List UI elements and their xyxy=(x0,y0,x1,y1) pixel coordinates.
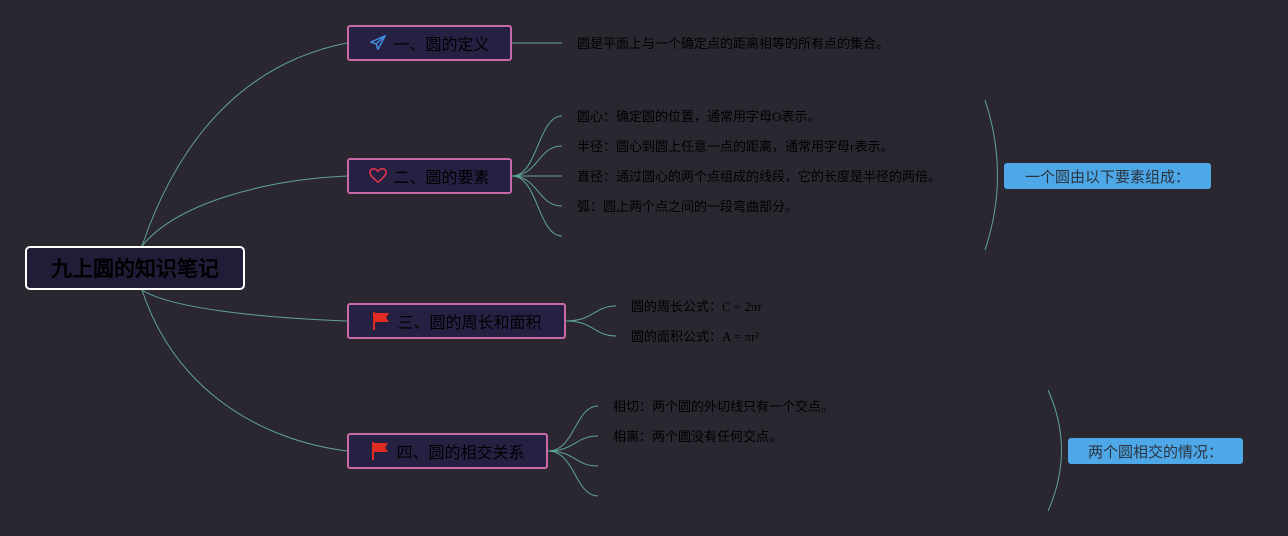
connector-branch-3-leaf-2 xyxy=(565,320,617,337)
connector-branch-4-leaf-1 xyxy=(547,405,599,452)
leaf-separate[interactable]: 相离：两个圆没有任何交点。 xyxy=(613,429,783,444)
connector-branch-4-leaf-4 xyxy=(547,450,599,497)
branch-label: 三、圆的周长和面积 xyxy=(397,313,542,332)
summary-brace-2 xyxy=(1047,389,1062,512)
summary-intersection[interactable]: 两个圆相交的情况： xyxy=(1068,438,1243,464)
summary-brace-1 xyxy=(984,99,998,251)
connector-root-branch-2 xyxy=(141,175,348,247)
leaf-radius[interactable]: 半径：圆心到圆上任意一点的距离，通常用字母r表示。 xyxy=(577,139,894,154)
connector-branch-2-leaf-2 xyxy=(511,145,563,177)
leaf-arc[interactable]: 弧：圆上两个点之间的一段弯曲部分。 xyxy=(577,199,799,214)
paper-plane-icon xyxy=(370,35,387,51)
connector-root-branch-4 xyxy=(141,289,348,452)
branch-label: 一、圆的定义 xyxy=(393,35,490,54)
connector-branch-3-leaf-1 xyxy=(565,305,617,322)
connector-branch-2-leaf-1 xyxy=(511,115,563,177)
branch-node-intersection[interactable]: 四、圆的相交关系 xyxy=(347,433,548,469)
connector-branch-4-leaf-3 xyxy=(547,450,599,467)
connector-branch-2-leaf-4 xyxy=(511,175,563,207)
summary-elements[interactable]: 一个圆由以下要素组成： xyxy=(1004,163,1211,189)
root-node[interactable]: 九上圆的知识笔记 xyxy=(25,246,245,290)
red-flag-icon xyxy=(373,312,390,330)
leaf-perimeter-formula[interactable]: 圆的周长公式：C = 2πr xyxy=(631,299,762,314)
red-flag-icon xyxy=(372,442,389,460)
leaf-tangent[interactable]: 相切：两个圆的外切线只有一个交点。 xyxy=(613,399,835,414)
branch-label: 四、圆的相交关系 xyxy=(396,443,525,462)
branch-node-elements[interactable]: 二、圆的要素 xyxy=(347,158,512,194)
heart-icon xyxy=(369,168,388,184)
connector-branch-2-leaf-5 xyxy=(511,175,563,237)
leaf-diameter[interactable]: 直径：通过圆心的两个点组成的线段，它的长度是半径的两倍。 xyxy=(577,169,942,184)
leaf-center[interactable]: 圆心：确定圆的位置，通常用字母O表示。 xyxy=(577,109,821,124)
branch-node-perimeter-area[interactable]: 三、圆的周长和面积 xyxy=(347,303,566,339)
leaf-area-formula[interactable]: 圆的面积公式：A = πr² xyxy=(631,329,760,344)
connector-root-branch-3 xyxy=(141,289,348,322)
branch-label: 二、圆的要素 xyxy=(393,168,490,187)
leaf-definition[interactable]: 圆是平面上与一个确定点的距离相等的所有点的集合。 xyxy=(577,36,890,51)
connector-branch-4-leaf-2 xyxy=(547,435,599,452)
branch-node-definition[interactable]: 一、圆的定义 xyxy=(347,25,512,61)
connector-root-branch-1 xyxy=(141,42,348,247)
